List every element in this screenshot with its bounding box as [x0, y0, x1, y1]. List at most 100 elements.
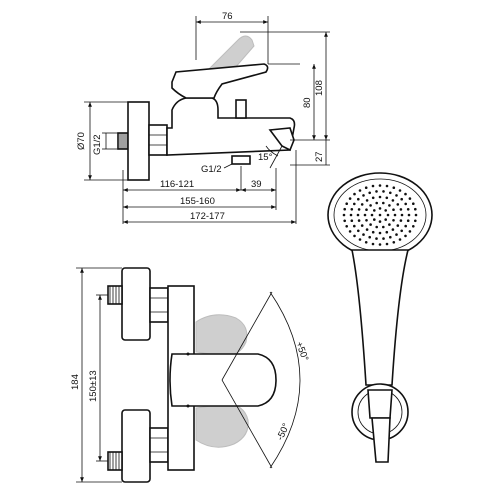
nozzle-dot	[392, 241, 396, 244]
nozzle-dot	[369, 223, 372, 226]
nozzle-dot	[378, 195, 382, 199]
nozzle-dot	[399, 219, 403, 222]
nozzle-dot	[364, 186, 368, 189]
nozzle-dot	[393, 213, 397, 217]
nozzle-dot	[389, 191, 392, 195]
nozzle-dot	[358, 189, 362, 192]
nozzle-dot	[384, 218, 388, 221]
bottom-outlet	[231, 155, 251, 165]
nozzle-dot	[362, 233, 365, 236]
shower-hose	[371, 417, 391, 463]
front-lever	[169, 353, 277, 407]
bottom-nut	[149, 427, 169, 463]
hand-shower	[327, 172, 433, 463]
dim-total-height: 108	[314, 80, 325, 96]
dim-depth-1: 116-121	[160, 179, 194, 190]
nozzle-dot	[362, 194, 365, 197]
nozzle-dot	[386, 213, 390, 217]
dim-angle-up: +50°	[293, 340, 310, 363]
nozzle-dot	[385, 230, 389, 234]
nozzle-dot	[371, 184, 375, 188]
nozzle-dot	[391, 228, 395, 231]
nozzle-dot	[407, 213, 411, 217]
nozzle-dot	[382, 190, 385, 193]
nozzle-dot	[378, 231, 382, 235]
nozzle-dot	[400, 213, 404, 217]
nozzle-dot	[392, 208, 395, 211]
nozzle-dot	[382, 201, 385, 205]
nozzle-dot	[414, 219, 417, 223]
nozzle-dot	[343, 219, 347, 223]
nozzle-dot	[358, 238, 362, 241]
nozzle-dot	[396, 224, 400, 227]
nozzle-dot	[400, 197, 404, 201]
nozzle-dot	[378, 220, 382, 223]
nozzle-dot	[348, 230, 352, 233]
nozzle-dot	[345, 225, 349, 228]
nozzle-dot	[357, 197, 360, 201]
lever-ghost-down	[195, 403, 249, 448]
nozzle-dot	[343, 207, 347, 211]
nozzle-dot	[395, 194, 398, 197]
shower-nozzles	[342, 184, 418, 246]
nozzle-dot	[365, 228, 369, 231]
nozzle-dot	[385, 184, 389, 188]
nozzle-dot	[382, 225, 385, 229]
dim-lever-height: 80	[302, 97, 313, 108]
nozzle-dot	[408, 197, 412, 200]
nozzle-dot	[406, 208, 410, 211]
nozzle-dot	[389, 235, 392, 239]
nozzle-dot	[373, 218, 376, 221]
top-nut	[149, 287, 169, 323]
shower-handle	[351, 249, 410, 386]
nozzle-dot	[404, 234, 407, 238]
nozzle-dot	[342, 213, 346, 217]
nozzle-dot	[369, 204, 372, 207]
nozzle-dot	[349, 213, 353, 217]
nozzle-dot	[365, 219, 368, 222]
nozzle-dot	[392, 219, 395, 222]
dim-inlet-thread: G1/2	[92, 134, 103, 155]
dim-centers: 150±13	[88, 370, 99, 402]
nozzle-dot	[400, 229, 404, 233]
nozzle-dot	[357, 208, 361, 211]
nozzle-dot	[406, 219, 410, 222]
dim-depth-2: 155-160	[180, 196, 215, 207]
nozzle-dot	[414, 207, 417, 211]
nozzle-dot	[371, 230, 375, 234]
nozzle-dot	[357, 229, 360, 233]
nozzle-dot	[388, 223, 391, 226]
dim-angle: 15°	[258, 152, 273, 163]
dim-width-top: 76	[222, 11, 233, 22]
nozzle-dot	[412, 202, 415, 205]
mixer-body	[166, 97, 296, 156]
nozzle-dot	[360, 203, 364, 206]
nozzle-dot	[391, 199, 395, 202]
nozzle-dot	[398, 189, 402, 192]
dim-height-total: 184	[70, 374, 81, 390]
nozzle-dot	[375, 201, 379, 205]
nozzle-dot	[348, 197, 352, 200]
spout-outlet	[268, 127, 295, 152]
front-view: +50° -50° 184 150±13	[70, 267, 310, 483]
nozzle-dot	[353, 234, 356, 238]
nozzle-dot	[357, 219, 361, 222]
nozzle-dot	[378, 207, 382, 210]
nozzle-dot	[384, 209, 388, 212]
inlet-thread	[117, 132, 129, 150]
nozzle-dot	[398, 238, 402, 241]
diverter-knob	[235, 99, 247, 119]
nozzle-dot	[385, 242, 389, 246]
nozzle-dot	[404, 202, 408, 206]
lever	[171, 63, 269, 99]
nozzle-dot	[378, 213, 382, 217]
bottom-flange	[121, 409, 151, 483]
nozzle-dot	[395, 233, 398, 236]
nozzle-dot	[370, 213, 374, 217]
top-flange	[121, 267, 151, 341]
nozzle-dot	[382, 237, 385, 240]
nozzle-dot	[365, 208, 368, 211]
wall-flange	[127, 101, 150, 181]
nozzle-dot	[412, 225, 415, 228]
